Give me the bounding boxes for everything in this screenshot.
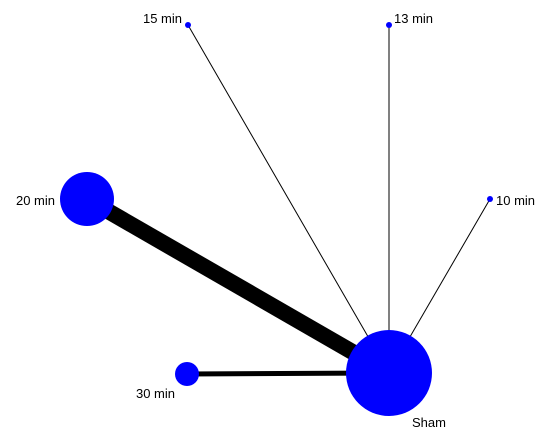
node-10min bbox=[487, 196, 493, 202]
node-20min bbox=[60, 172, 114, 226]
node-15min bbox=[185, 22, 191, 28]
node-label-20min: 20 min bbox=[16, 193, 55, 208]
node-label-15min: 15 min bbox=[143, 11, 182, 26]
node-30min bbox=[175, 362, 199, 386]
node-label-13min: 13 min bbox=[394, 11, 433, 26]
node-13min bbox=[386, 22, 392, 28]
node-label-sham: Sham bbox=[412, 415, 446, 430]
node-sham bbox=[346, 330, 432, 416]
edge-sham-20min bbox=[83, 192, 393, 380]
edges-layer bbox=[83, 24, 491, 380]
node-label-30min: 30 min bbox=[136, 386, 175, 401]
labels-layer: 15 min 13 min 20 min 10 min 30 min Sham bbox=[16, 11, 535, 430]
node-label-10min: 10 min bbox=[496, 193, 535, 208]
nodes-layer bbox=[60, 22, 493, 416]
edge-sham-15min bbox=[187, 24, 390, 374]
